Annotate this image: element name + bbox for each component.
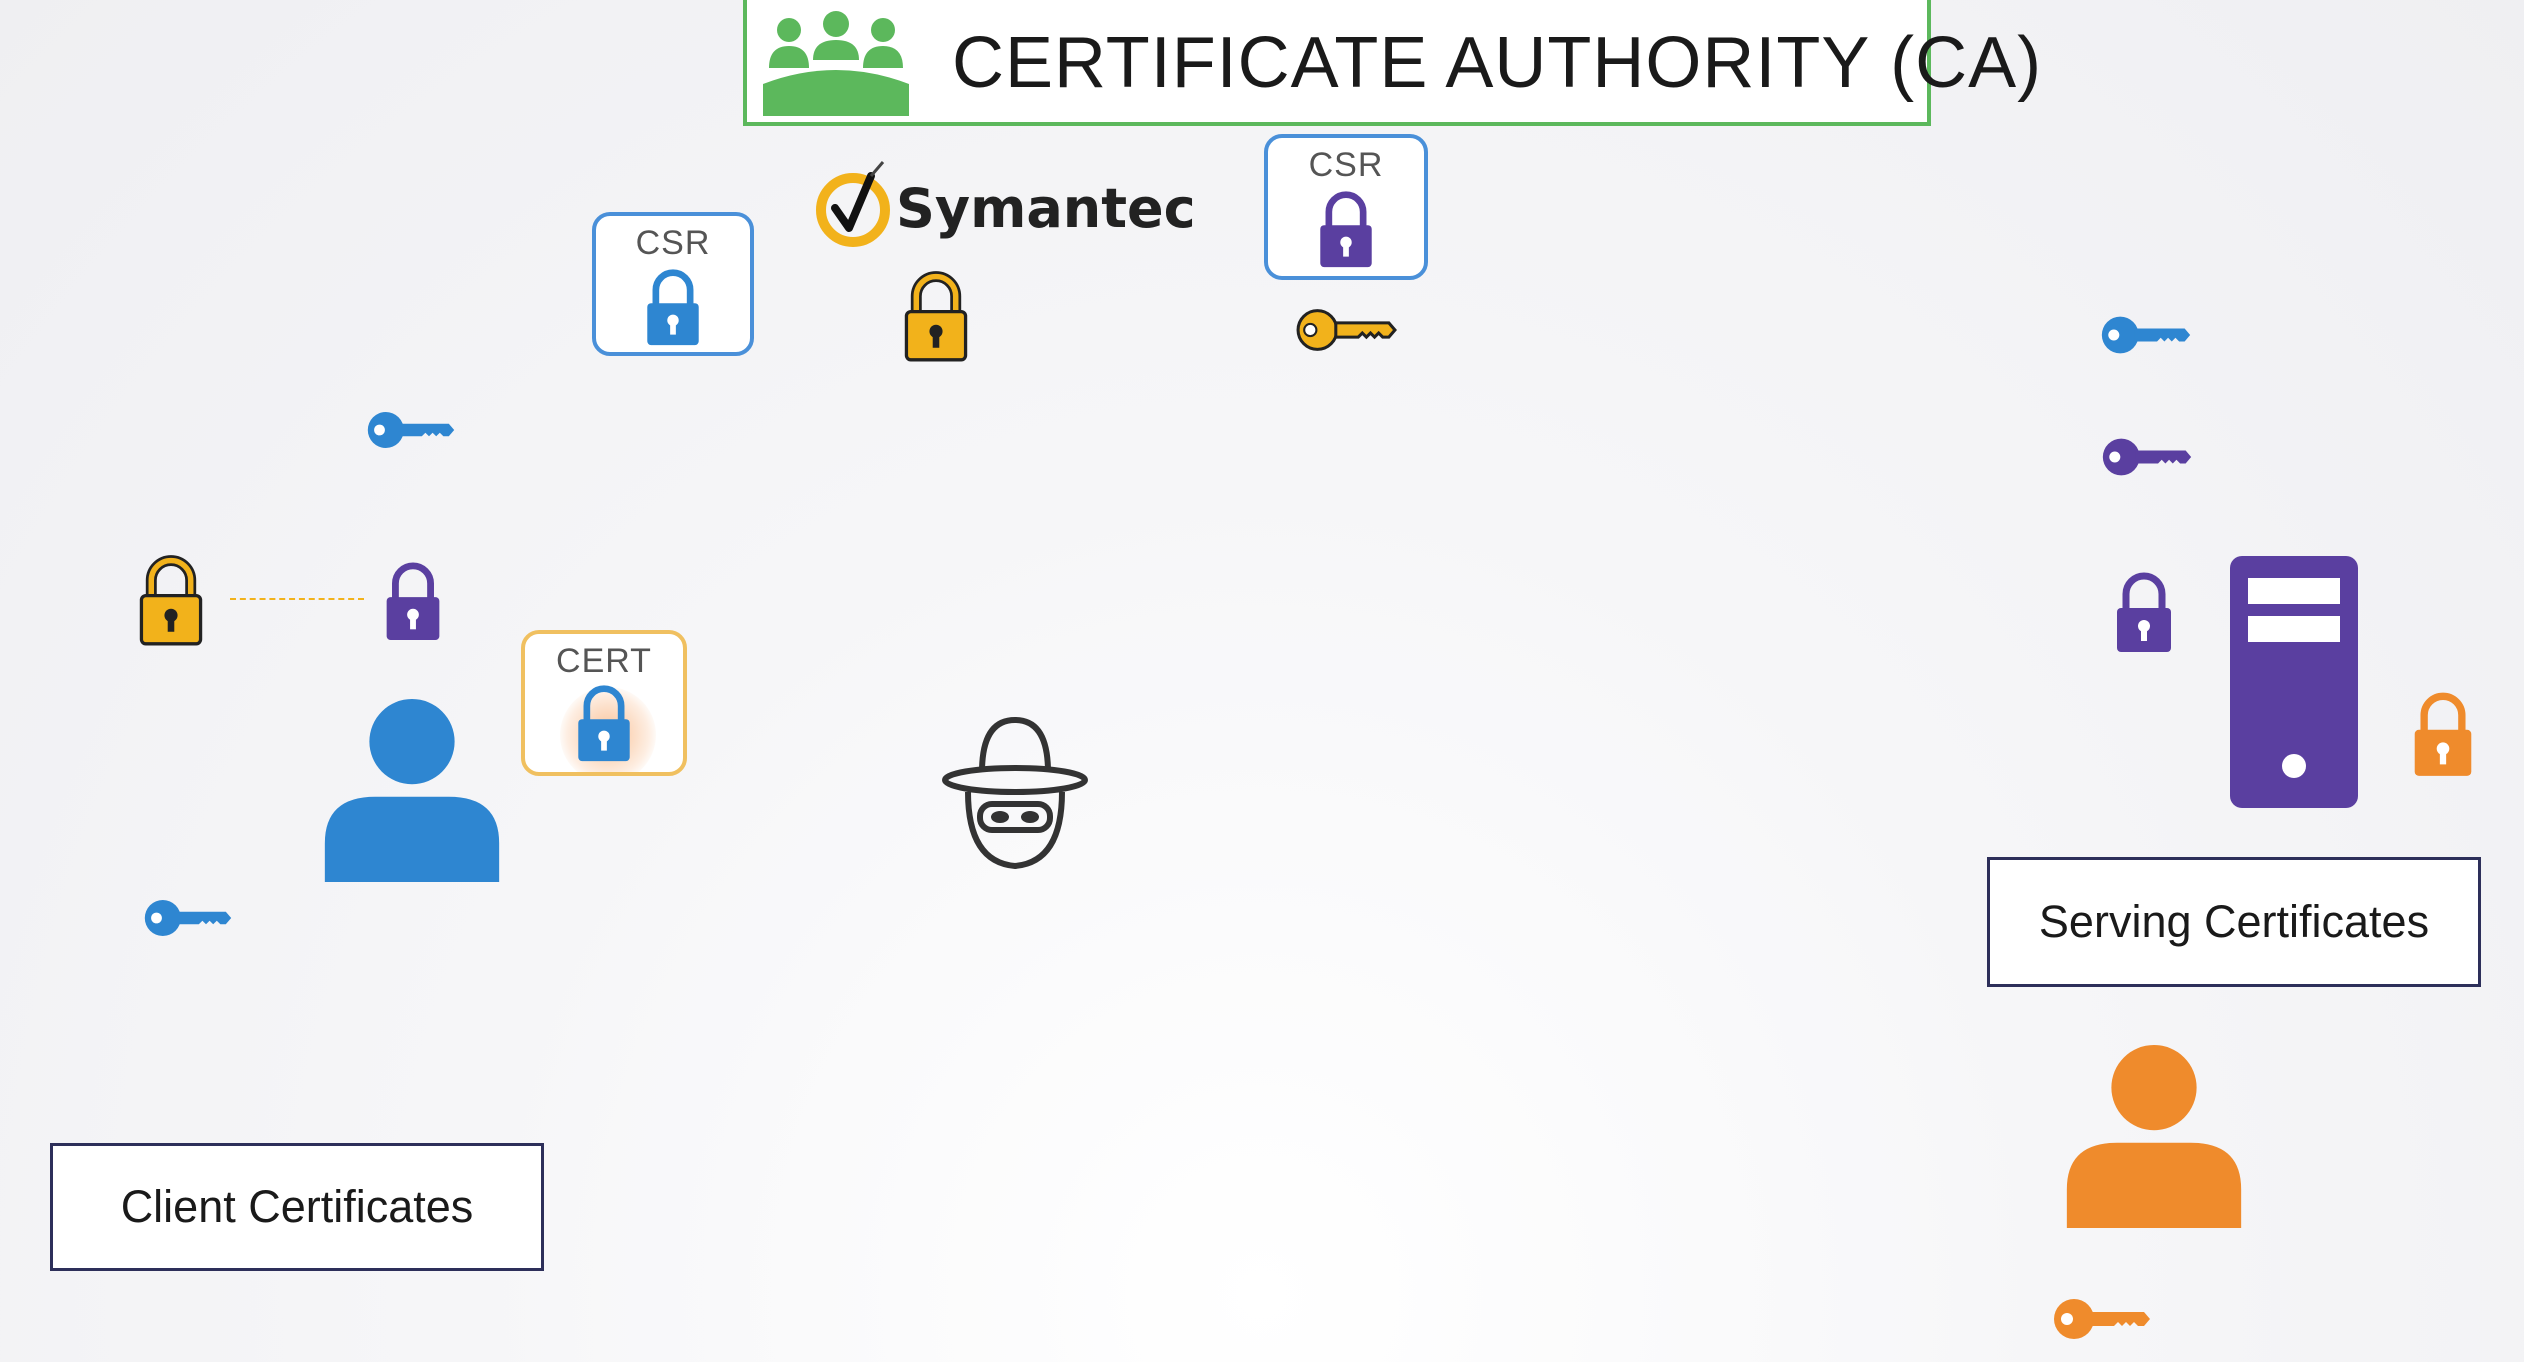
serving-certificates-label: Serving Certificates [1987, 857, 2481, 987]
key-icon [2101, 434, 2193, 480]
lock-icon [135, 554, 207, 646]
symantec-logo-text: Symantec [896, 177, 1196, 240]
lock-icon [382, 560, 444, 642]
key-icon [2052, 1294, 2152, 1344]
symantec-check-icon [813, 158, 893, 250]
lock-icon [2112, 570, 2176, 654]
key-icon [2100, 312, 2192, 358]
key-icon [1295, 304, 1397, 356]
user-icon [2066, 1044, 2242, 1228]
client-certificates-label: Client Certificates [50, 1143, 544, 1271]
ca-header: CERTIFICATE AUTHORITY (CA) [743, 0, 2041, 126]
server-csr-document: CSR [1264, 134, 1428, 280]
client-cert-document: CERT [521, 630, 687, 776]
connector-line [230, 598, 364, 600]
lock-icon [900, 270, 972, 362]
client-csr-document: CSR [592, 212, 754, 356]
page-title: CERTIFICATE AUTHORITY (CA) [952, 23, 2043, 103]
lock-icon [1268, 189, 1424, 269]
lock-icon [2409, 690, 2477, 778]
server-icon [2230, 556, 2358, 808]
csr-label: CSR [635, 224, 711, 262]
csr-label: CSR [1308, 146, 1384, 184]
group-icon [761, 10, 911, 118]
cert-label: CERT [556, 642, 652, 680]
lock-icon [596, 267, 750, 347]
key-icon [366, 408, 456, 452]
user-icon [324, 698, 500, 882]
key-icon [143, 896, 233, 940]
lock-icon [525, 683, 683, 772]
hacker-icon [940, 712, 1090, 874]
